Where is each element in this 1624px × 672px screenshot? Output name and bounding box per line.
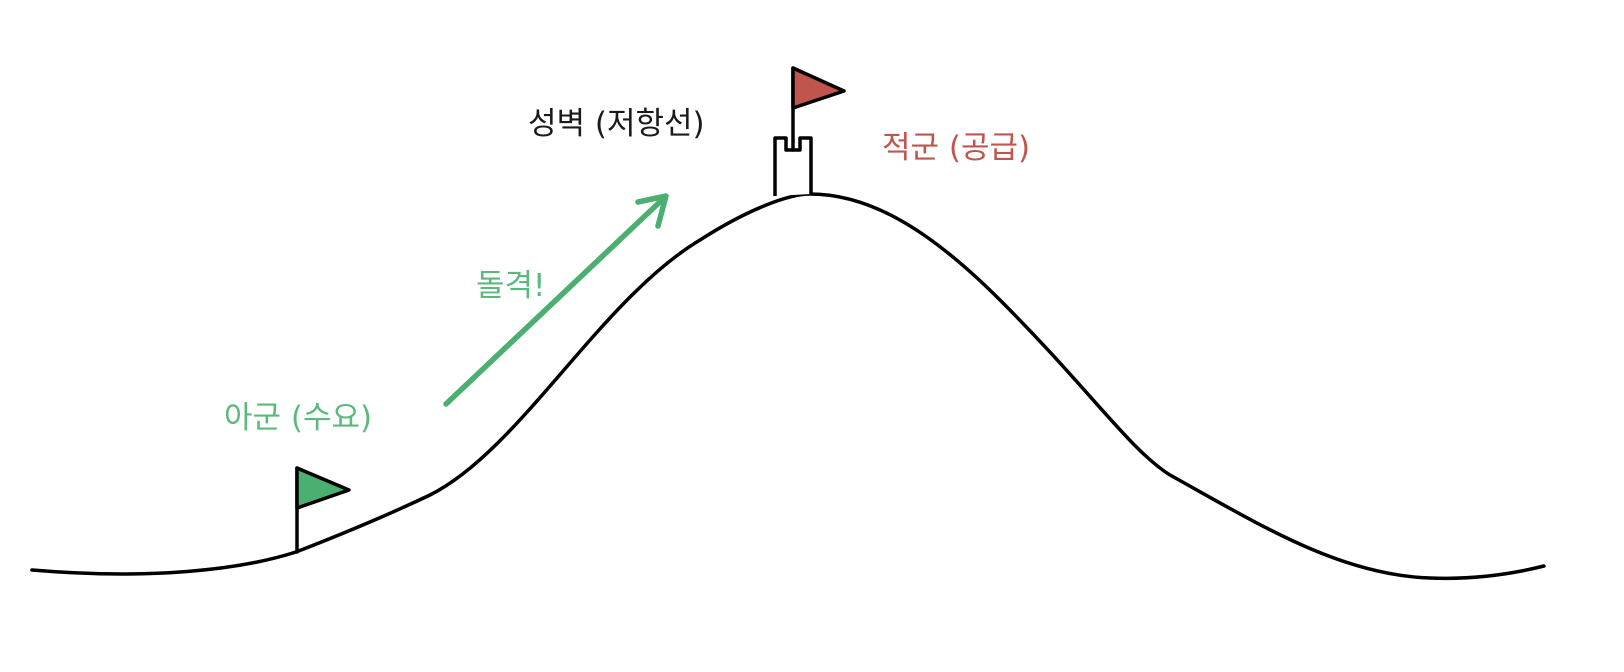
charge-label: 돌격!	[476, 268, 546, 304]
wall-label: 성벽 (저항선)	[528, 106, 705, 142]
ally-label: 아군 (수요)	[224, 400, 373, 436]
green-flag-icon	[295, 466, 351, 554]
enemy-label: 적군 (공급)	[882, 130, 1031, 166]
red-flag-icon	[791, 66, 846, 152]
arrow-up-right-icon	[443, 193, 669, 407]
hill-curve	[30, 192, 1546, 581]
